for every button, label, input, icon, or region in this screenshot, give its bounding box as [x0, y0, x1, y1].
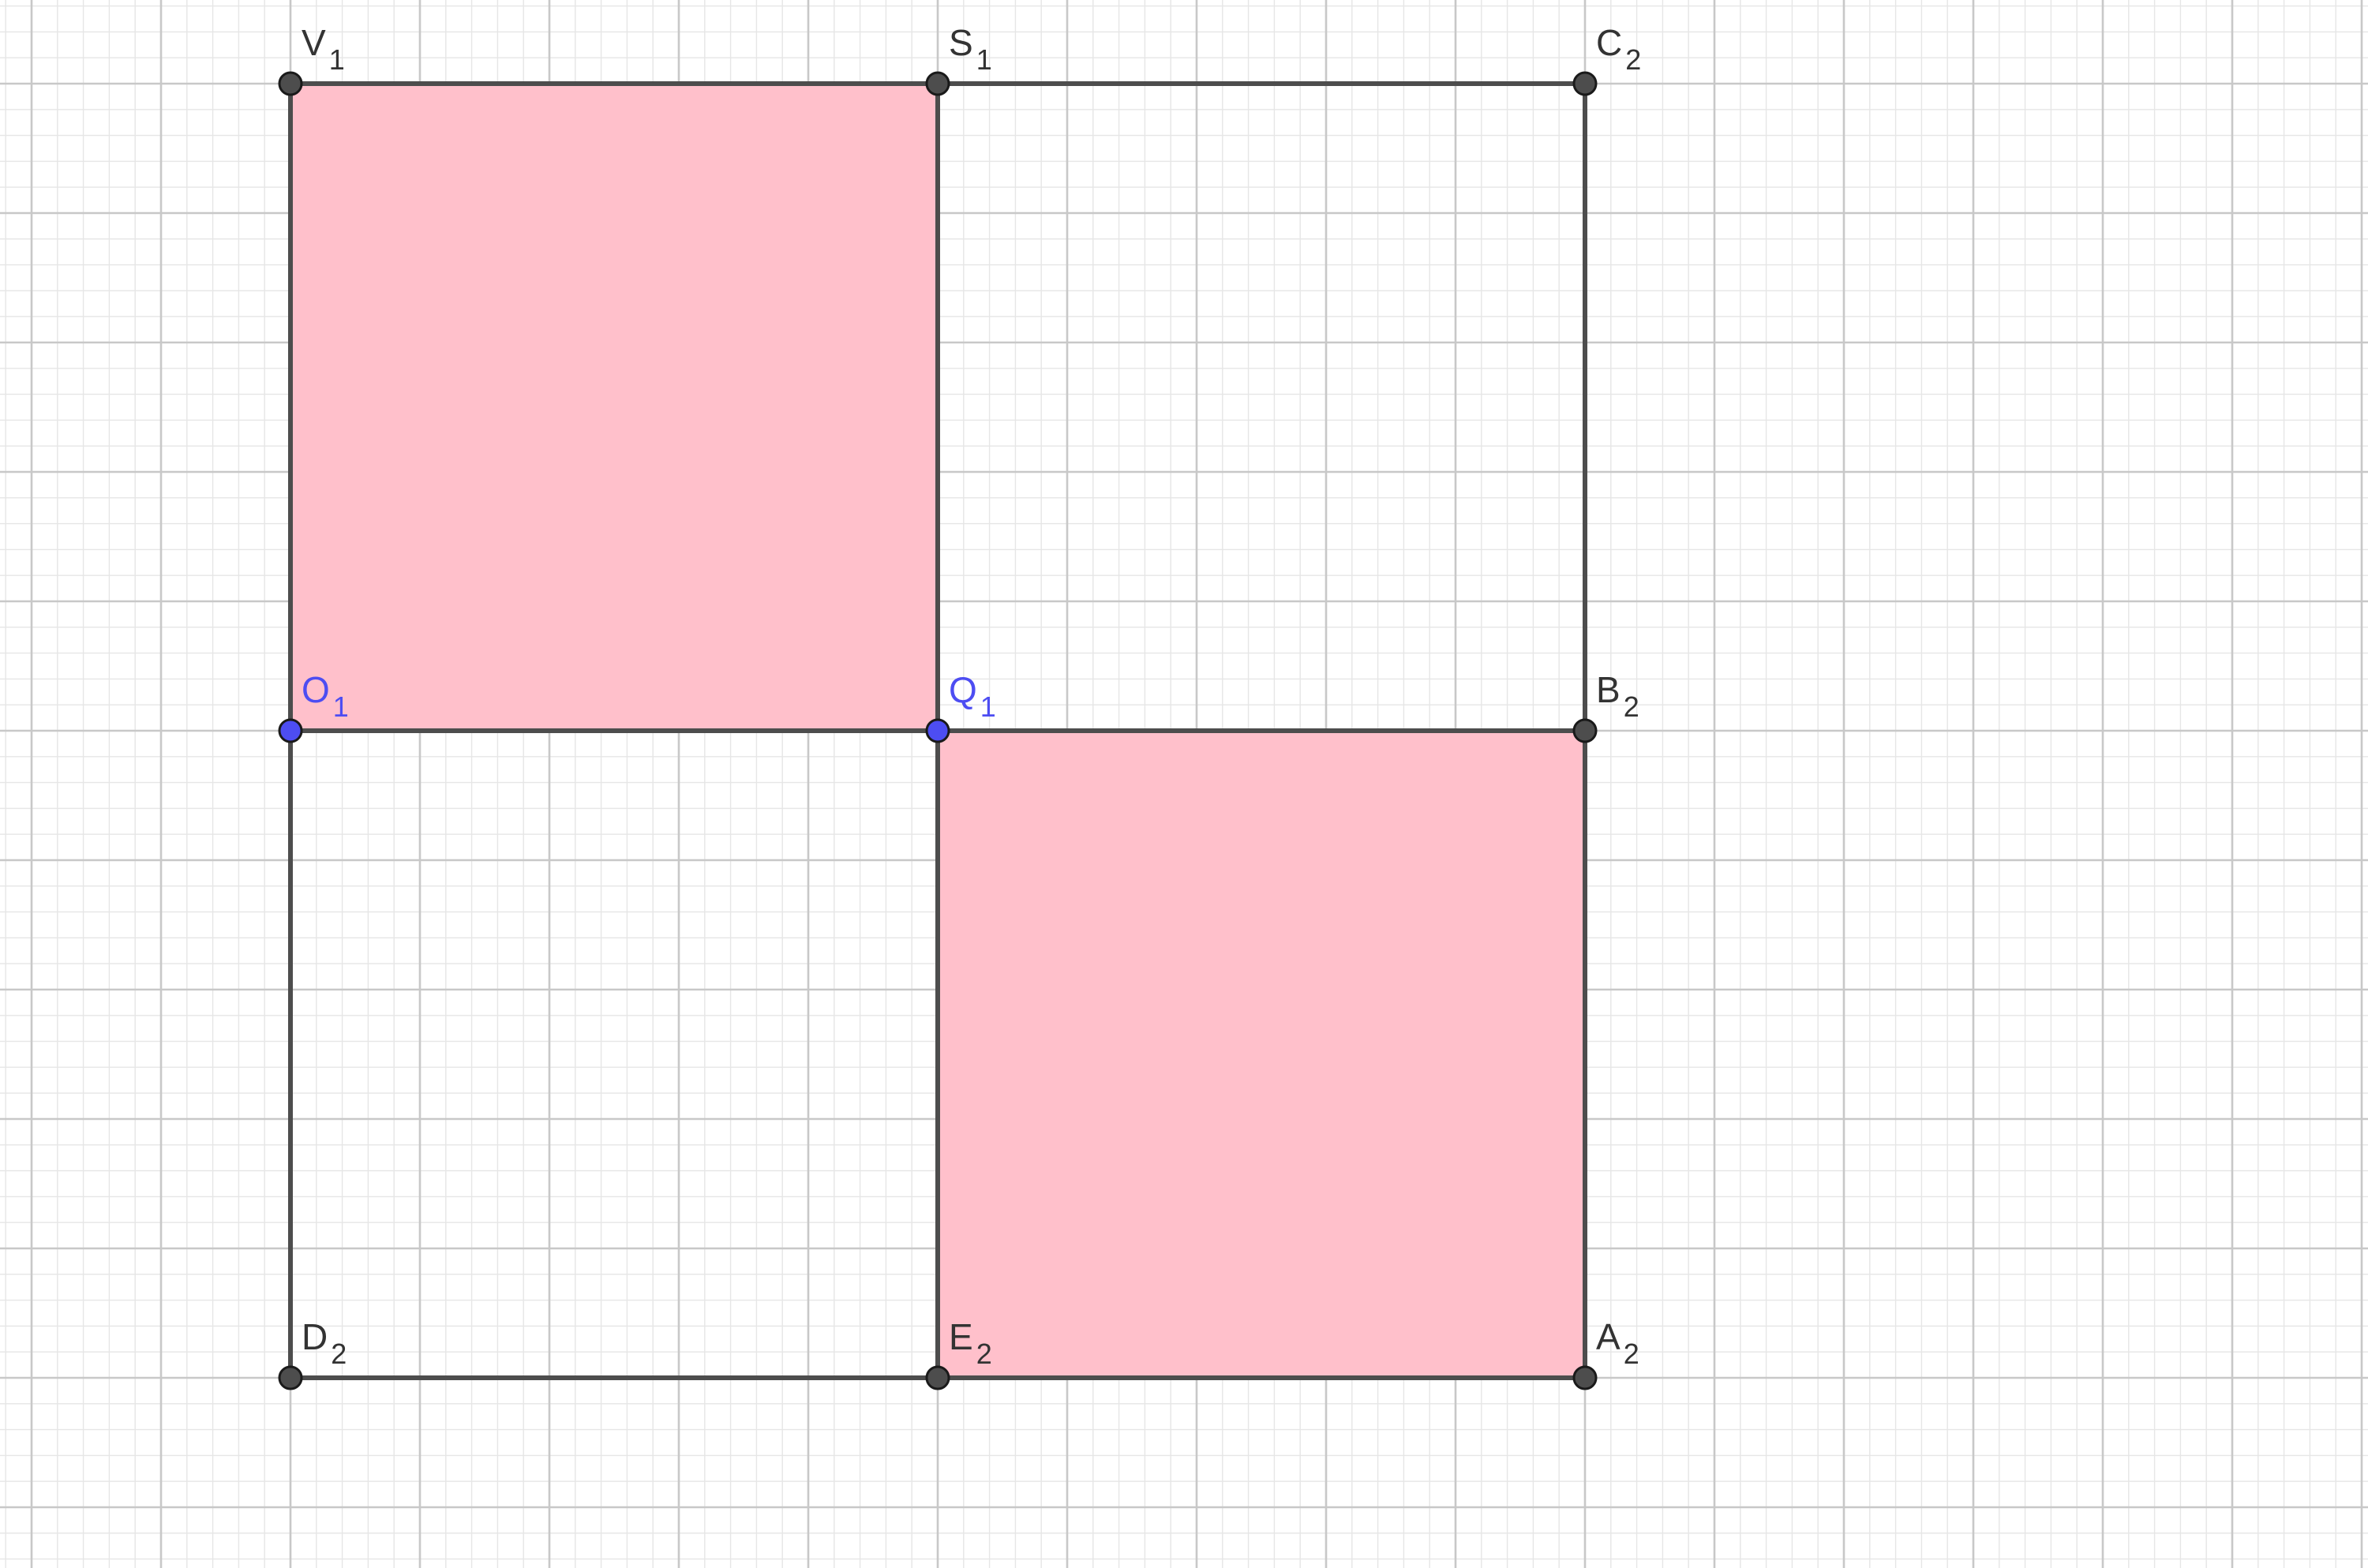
filled-regions: [290, 84, 1585, 1378]
point-V1[interactable]: [278, 71, 303, 96]
top-left-square-fill[interactable]: [290, 84, 938, 731]
label-subscript-D2: 2: [331, 1338, 347, 1370]
polygon-edges: [288, 81, 1587, 1380]
point-E2[interactable]: [925, 1365, 950, 1390]
bottom-right-square-fill[interactable]: [938, 731, 1585, 1378]
label-subscript-S1: 1: [976, 43, 992, 76]
label-subscript-A2: 2: [1624, 1338, 1639, 1370]
point-B2[interactable]: [1572, 718, 1598, 743]
point-D2[interactable]: [278, 1365, 303, 1390]
label-subscript-V1: 1: [329, 43, 345, 76]
point-S1[interactable]: [925, 71, 950, 96]
label-subscript-B2: 2: [1624, 690, 1639, 723]
point-C2[interactable]: [1572, 71, 1598, 96]
point-A2[interactable]: [1572, 1365, 1598, 1390]
label-subscript-C2: 2: [1625, 43, 1641, 76]
label-subscript-Q1: 1: [980, 690, 996, 723]
points-layer: [278, 71, 1598, 1390]
label-subscript-O1: 1: [333, 690, 349, 723]
point-O1[interactable]: [278, 718, 303, 743]
label-subscript-E2: 2: [976, 1338, 992, 1370]
point-Q1[interactable]: [925, 718, 950, 743]
